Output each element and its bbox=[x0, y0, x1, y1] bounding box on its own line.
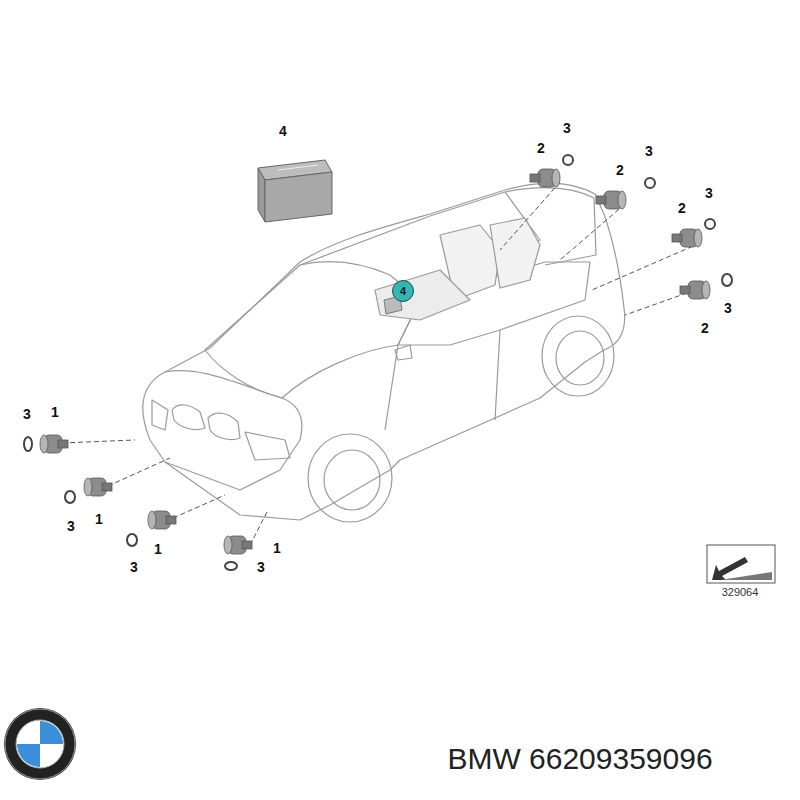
callout-number: 1 bbox=[273, 541, 281, 555]
callout-number: 3 bbox=[705, 186, 713, 200]
callout-number: 4 bbox=[400, 286, 406, 297]
part-number: BMW 66209359096 bbox=[447, 744, 712, 774]
callout-number: 3 bbox=[645, 144, 653, 158]
callout-number: 2 bbox=[616, 163, 624, 177]
callout-number: 2 bbox=[701, 321, 709, 335]
callout-number: 3 bbox=[67, 519, 75, 533]
callout-number: 1 bbox=[95, 512, 103, 526]
callout-number: 3 bbox=[724, 301, 732, 315]
diagram-number: 329064 bbox=[722, 587, 759, 598]
callout-number: 1 bbox=[154, 542, 162, 556]
callout-number: 4 bbox=[279, 124, 287, 138]
callout-number: 1 bbox=[51, 405, 59, 419]
callout-number: 3 bbox=[130, 560, 138, 574]
callout-number: 3 bbox=[257, 560, 265, 574]
callout-circle: 4 bbox=[392, 280, 414, 302]
callout-number: 2 bbox=[678, 201, 686, 215]
callout-number: 2 bbox=[537, 141, 545, 155]
callout-number: 3 bbox=[23, 407, 31, 421]
callout-number: 3 bbox=[563, 121, 571, 135]
